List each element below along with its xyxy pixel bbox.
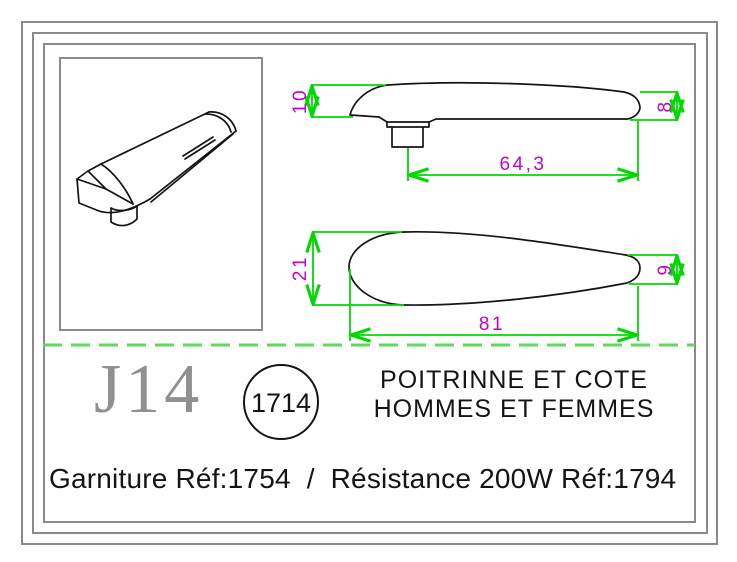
dim-value-height-left: 10	[290, 88, 311, 114]
dimension-lines	[312, 87, 677, 335]
iso-front-curve	[100, 163, 134, 205]
iso-lower-edge-2	[150, 133, 234, 203]
isometric-view-box	[59, 57, 263, 331]
iso-highlight-edge	[182, 136, 216, 160]
dim-value-length-top: 81	[479, 314, 505, 335]
top-view-outline	[348, 230, 641, 306]
dim-value-height-right: 8	[655, 99, 676, 112]
isometric-part-view	[76, 111, 237, 227]
side-view	[349, 81, 641, 148]
sheet-border-middle	[32, 32, 708, 534]
iso-nose-facets	[76, 163, 134, 212]
iso-cap-outer	[208, 111, 237, 132]
sheet-border-inner	[43, 43, 696, 523]
side-view-boss	[386, 121, 430, 148]
side-view-outline	[349, 81, 641, 123]
dimension-extension-lines	[312, 84, 678, 341]
designation-line-2: HOMMES ET FEMMES	[373, 395, 655, 423]
part-number-circle	[243, 364, 319, 440]
sheet-border-outer	[21, 21, 718, 545]
dim-value-width-left: 21	[290, 255, 311, 281]
part-number-text: 1714	[251, 388, 311, 418]
iso-boss-cylinder	[110, 205, 138, 227]
iso-top-ridge	[100, 111, 210, 165]
dim-value-width-right: 9	[655, 262, 676, 275]
top-view	[348, 230, 641, 306]
drawing-code: J14	[94, 351, 204, 428]
designation-line-1: POITRINNE ET COTE	[380, 366, 648, 394]
dim-value-length-side: 64,3	[500, 154, 547, 175]
reference-footer: Garniture Réf:1754 / Résistance 200W Réf…	[49, 463, 677, 494]
part-designation: POITRINNE ET COTE HOMMES ET FEMMES	[373, 366, 655, 424]
iso-cap-inner	[205, 113, 232, 133]
